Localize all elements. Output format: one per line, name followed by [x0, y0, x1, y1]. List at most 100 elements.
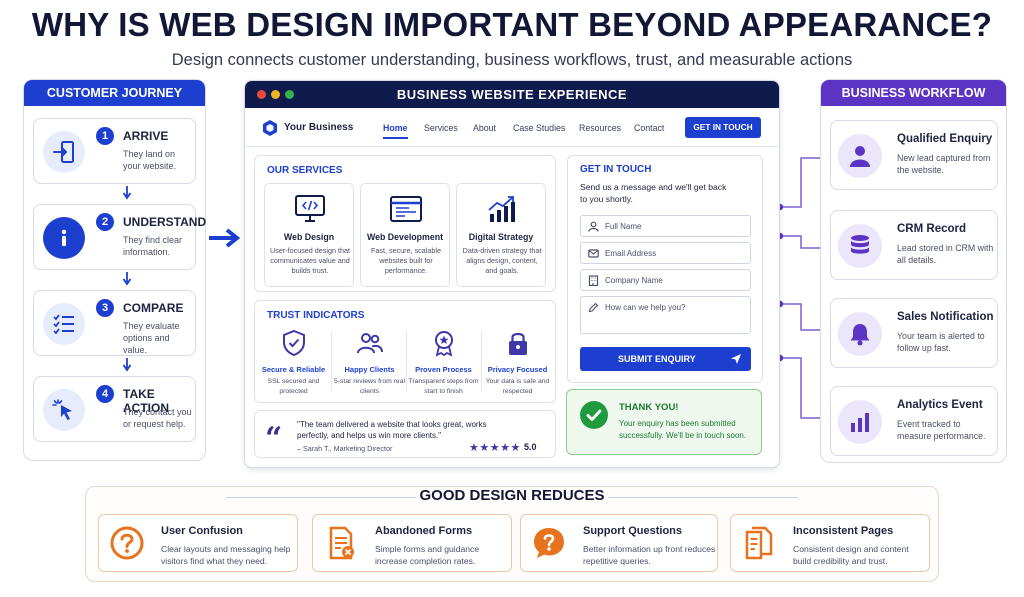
brand-logo-icon: [263, 120, 277, 136]
website-mockup: BUSINESS WEBSITE EXPERIENCE Your Busines…: [244, 80, 780, 468]
nav-case-studies[interactable]: Case Studies: [513, 123, 566, 133]
people-icon: [357, 333, 383, 354]
step-title: ARRIVE: [123, 129, 169, 143]
check-circle-icon: [580, 401, 608, 429]
testimonial-card: “ "The team delivered a website that loo…: [254, 410, 556, 458]
trust-title: TRUST INDICATORS: [267, 310, 365, 321]
reduces-desc: Better information up front reduces repe…: [583, 544, 716, 566]
nav-home[interactable]: Home: [383, 123, 408, 133]
business-workflow-panel: BUSINESS WORKFLOW Qualified Enquiry New …: [820, 79, 1007, 463]
get-in-touch-button[interactable]: GET IN TOUCH: [685, 117, 761, 138]
reduces-title: User Confusion: [161, 525, 243, 537]
step-desc: They contact you or request help.: [123, 407, 192, 429]
workflow-step-crm-record: CRM Record Lead stored in CRM with all d…: [830, 210, 998, 280]
arrow-down-icon: [122, 272, 132, 286]
submit-enquiry-button[interactable]: SUBMIT ENQUIRY: [580, 347, 751, 371]
growth-chart-icon: [488, 196, 515, 222]
testimonial-author: – Sarah T., Marketing Director: [297, 444, 393, 453]
field-placeholder: Email Address: [605, 249, 657, 258]
testimonial-quote: "The team delivered a website that looks…: [297, 420, 487, 440]
workflow-step-title: Qualified Enquiry: [897, 133, 993, 145]
step-number: 2: [96, 213, 114, 231]
email-field[interactable]: Email Address: [580, 242, 751, 264]
rating-value: 5.0: [524, 442, 537, 452]
service-name: Web Development: [366, 232, 444, 242]
window-maximize-dot: [285, 90, 294, 99]
journey-step-compare: 3 COMPARE They evaluate options and valu…: [33, 290, 196, 356]
trust-separator: [406, 331, 407, 391]
journey-step-take-action: 4 TAKE ACTION They contact you or reques…: [33, 376, 196, 442]
title-rule-left: [226, 497, 416, 498]
full-name-field[interactable]: Full Name: [580, 215, 751, 237]
arrow-down-icon: [122, 186, 132, 200]
step-title: COMPARE: [123, 301, 184, 315]
service-card-web-development[interactable]: Web Development Fast, secure, scalable w…: [360, 183, 450, 287]
nav-resources[interactable]: Resources: [579, 123, 622, 133]
journey-step-arrive: 1 ARRIVE They land on your website.: [33, 118, 196, 184]
bell-icon: [838, 312, 882, 356]
form-title: GET IN TOUCH: [580, 164, 652, 175]
arrow-right-icon: [209, 228, 241, 248]
award-badge-icon: [435, 331, 453, 357]
arrow-down-icon: [122, 358, 132, 372]
door-enter-icon: [43, 131, 85, 173]
trust-section: TRUST INDICATORS Secure & Reliable SSL s…: [254, 300, 556, 403]
workflow-step-title: Sales Notification: [897, 311, 994, 323]
business-workflow-title: BUSINESS WORKFLOW: [821, 80, 1006, 106]
step-number: 3: [96, 299, 114, 317]
workflow-step-sales-notification: Sales Notification Your team is alerted …: [830, 298, 998, 368]
checklist-icon: [43, 303, 85, 345]
reduces-user-confusion: User Confusion Clear layouts and messagi…: [98, 514, 298, 572]
reduces-title: Support Questions: [583, 525, 682, 537]
workflow-step-analytics-event: Analytics Event Event tracked to measure…: [830, 386, 998, 456]
brand-name: Your Business: [284, 122, 354, 133]
speech-question-icon: [534, 528, 564, 558]
services-section: OUR SERVICES Web Design User-focused des…: [254, 155, 556, 292]
nav-services[interactable]: Services: [424, 123, 458, 133]
nav-contact[interactable]: Contact: [634, 123, 665, 133]
step-desc: They evaluate options and value.: [123, 321, 180, 355]
trust-desc: Transparent steps from start to finish: [408, 378, 479, 395]
nav-divider: [245, 146, 779, 147]
good-design-title: GOOD DESIGN REDUCES: [419, 487, 605, 504]
contact-form: GET IN TOUCH Send us a message and we'll…: [567, 155, 763, 383]
field-placeholder: Full Name: [605, 222, 642, 231]
bar-chart-icon: [838, 400, 882, 444]
message-field[interactable]: How can we help you?: [580, 296, 751, 334]
lock-icon: [509, 332, 527, 355]
reduces-support-questions: Support Questions Better information up …: [520, 514, 718, 572]
service-card-web-design[interactable]: Web Design User-focused design that comm…: [264, 183, 354, 287]
service-name: Digital Strategy: [468, 232, 534, 242]
reduces-abandoned-forms: Abandoned Forms Simple forms and guidanc…: [312, 514, 512, 572]
step-number: 1: [96, 127, 114, 145]
reduces-desc: Consistent design and content build cred…: [793, 544, 909, 566]
window-close-dot: [257, 90, 266, 99]
step-number: 4: [96, 385, 114, 403]
service-desc: User-focused design that communicates va…: [270, 246, 350, 275]
workflow-step-desc: Event tracked to measure performance.: [897, 419, 986, 441]
send-icon: [731, 354, 741, 364]
page-subtitle: Design connects customer understanding, …: [171, 51, 853, 69]
service-name: Web Design: [283, 232, 335, 242]
window-minimize-dot: [271, 90, 280, 99]
database-icon: [838, 224, 882, 268]
code-monitor-icon: [295, 195, 325, 222]
journey-step-understand: 2 UNDERSTAND They find clear information…: [33, 204, 206, 270]
company-field[interactable]: Company Name: [580, 269, 751, 291]
step-desc: They find clear information.: [123, 235, 183, 257]
trust-desc: Your data is safe and respected: [485, 378, 550, 395]
nav-active-indicator: [383, 137, 408, 139]
trust-item-privacy: Privacy Focused Your data is safe and re…: [481, 327, 554, 397]
cursor-click-icon: [43, 389, 85, 431]
nav-about[interactable]: About: [473, 123, 496, 133]
service-card-digital-strategy[interactable]: Digital Strategy Data-driven strategy th…: [456, 183, 546, 287]
customer-journey-title: CUSTOMER JOURNEY: [24, 80, 205, 106]
workflow-step-desc: Your team is alerted to follow up fast.: [897, 331, 985, 353]
page-title: WHY IS WEB DESIGN IMPORTANT BEYOND APPEA…: [31, 6, 993, 43]
trust-item-secure: Secure & Reliable SSL secured and protec…: [257, 327, 330, 397]
trust-name: Proven Process: [415, 365, 472, 374]
trust-desc: 5-star reviews from real clients: [333, 378, 405, 395]
service-desc: Fast, secure, scalable websites built fo…: [371, 246, 441, 275]
building-icon: [588, 275, 599, 286]
step-title: TAKE ACTION: [123, 387, 169, 415]
